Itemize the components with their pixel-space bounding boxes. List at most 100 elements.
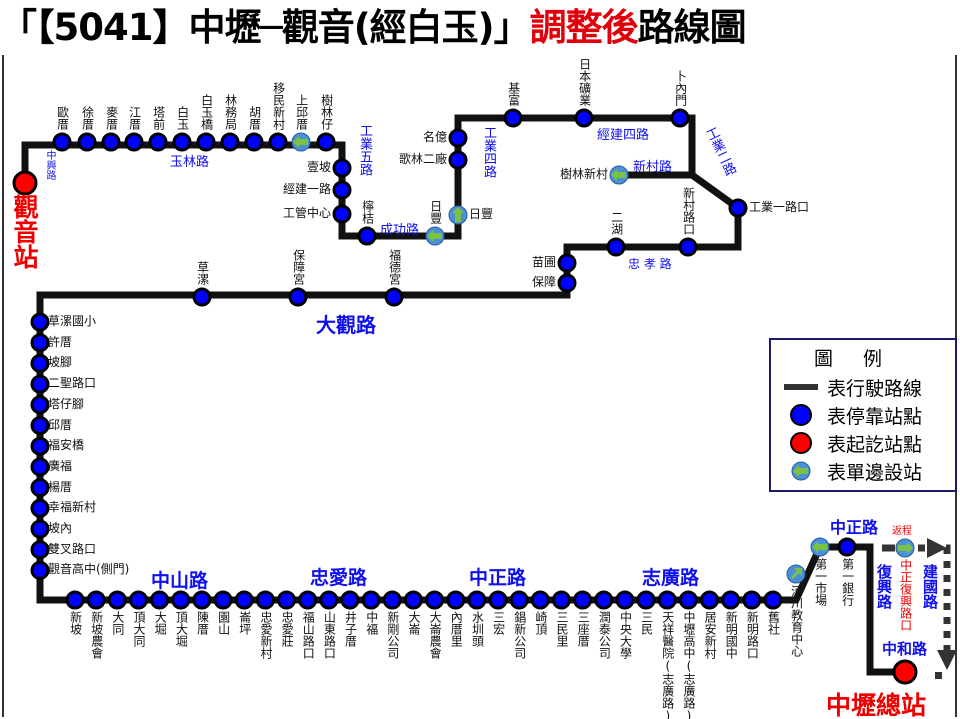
station-stop[interactable] bbox=[488, 590, 508, 610]
station-stop[interactable] bbox=[678, 590, 698, 610]
station-stop[interactable] bbox=[700, 590, 719, 610]
stop-dot-icon bbox=[467, 590, 487, 610]
station-stop[interactable] bbox=[615, 590, 635, 610]
route-line-icon bbox=[783, 382, 819, 392]
station-stop[interactable] bbox=[128, 590, 148, 610]
station-side-stop[interactable] bbox=[895, 538, 915, 558]
station-stop[interactable] bbox=[551, 590, 571, 610]
station-stop[interactable] bbox=[503, 108, 523, 128]
station-side-stop[interactable] bbox=[609, 165, 629, 185]
station-stop[interactable] bbox=[425, 590, 445, 610]
station-stop[interactable] bbox=[30, 312, 50, 332]
station-stop[interactable] bbox=[65, 590, 85, 610]
station-stop[interactable] bbox=[448, 150, 468, 170]
station-stop[interactable] bbox=[172, 132, 192, 152]
station-stop[interactable] bbox=[316, 132, 336, 152]
station-stop[interactable] bbox=[30, 519, 50, 539]
station-stop[interactable] bbox=[340, 590, 360, 610]
station-label: 坡內 bbox=[48, 521, 73, 535]
station-label: 第一銀行 bbox=[840, 558, 855, 606]
station-stop[interactable] bbox=[30, 395, 50, 415]
station-stop[interactable] bbox=[255, 590, 275, 610]
station-stop[interactable] bbox=[763, 590, 783, 610]
station-stop[interactable] bbox=[384, 287, 404, 307]
station-stop[interactable] bbox=[192, 590, 212, 610]
station-stop[interactable] bbox=[678, 237, 698, 257]
station-stop[interactable] bbox=[557, 273, 577, 293]
station-stop[interactable] bbox=[30, 560, 50, 580]
station-stop[interactable] bbox=[30, 436, 50, 456]
station-stop[interactable] bbox=[298, 590, 318, 610]
station-stop[interactable] bbox=[268, 132, 288, 152]
station-stop[interactable] bbox=[30, 374, 50, 394]
station-stop[interactable] bbox=[837, 537, 857, 557]
station-stop[interactable] bbox=[721, 590, 741, 610]
station-stop[interactable] bbox=[657, 590, 677, 610]
station-stop[interactable] bbox=[332, 180, 352, 200]
station-stop[interactable] bbox=[150, 590, 170, 610]
station-stop[interactable] bbox=[332, 204, 352, 224]
station-stop[interactable] bbox=[509, 590, 529, 610]
end-terminal-dot[interactable] bbox=[892, 659, 918, 685]
station-label: 居安新村 bbox=[703, 611, 718, 659]
station-stop[interactable] bbox=[573, 590, 593, 610]
station-stop[interactable] bbox=[244, 132, 264, 152]
station-stop[interactable] bbox=[557, 253, 577, 273]
station-stop[interactable] bbox=[220, 132, 240, 152]
station-stop[interactable] bbox=[148, 132, 168, 152]
station-stop[interactable] bbox=[382, 590, 402, 610]
station-stop[interactable] bbox=[361, 590, 381, 610]
station-side-stop[interactable] bbox=[448, 205, 468, 225]
station-stop[interactable] bbox=[30, 333, 50, 353]
station-stop[interactable] bbox=[728, 198, 748, 218]
legend-label: 表行駛路線 bbox=[827, 377, 923, 400]
station-side-stop[interactable] bbox=[810, 537, 830, 557]
station-stop[interactable] bbox=[171, 590, 191, 610]
station-stop[interactable] bbox=[77, 132, 97, 152]
station-stop[interactable] bbox=[52, 132, 72, 152]
station-stop[interactable] bbox=[124, 132, 144, 152]
station-stop[interactable] bbox=[101, 132, 121, 152]
station-stop[interactable] bbox=[574, 108, 594, 128]
station-stop[interactable] bbox=[192, 287, 212, 307]
station-stop[interactable] bbox=[30, 353, 50, 373]
station-stop[interactable] bbox=[107, 590, 127, 610]
station-label: 大同 bbox=[110, 611, 125, 635]
station-stop[interactable] bbox=[530, 590, 550, 610]
station-stop[interactable] bbox=[234, 590, 254, 610]
station-stop[interactable] bbox=[30, 540, 50, 560]
start-terminal-dot[interactable] bbox=[12, 170, 38, 196]
station-side-stop[interactable] bbox=[786, 564, 806, 584]
station-side-stop[interactable] bbox=[291, 132, 311, 152]
station-stop[interactable] bbox=[332, 158, 352, 178]
station-stop[interactable] bbox=[357, 226, 377, 246]
station-stop[interactable] bbox=[86, 590, 106, 610]
station-side-stop[interactable] bbox=[425, 226, 445, 246]
station-label: 壹坡 bbox=[306, 160, 331, 174]
station-stop[interactable] bbox=[319, 590, 339, 610]
stop-dot-icon bbox=[340, 590, 360, 610]
station-stop[interactable] bbox=[30, 416, 50, 435]
stop-dot-icon bbox=[382, 590, 402, 610]
station-stop[interactable] bbox=[196, 132, 216, 152]
station-stop[interactable] bbox=[30, 498, 50, 518]
station-label: 苗圃 bbox=[531, 255, 556, 269]
stop-dot-icon bbox=[425, 590, 445, 610]
station-stop[interactable] bbox=[742, 590, 762, 610]
station-stop[interactable] bbox=[636, 590, 656, 610]
station-label: 陳厝 bbox=[195, 611, 210, 635]
station-stop[interactable] bbox=[30, 478, 50, 498]
station-stop[interactable] bbox=[594, 590, 614, 610]
stop-dot-icon bbox=[52, 132, 72, 152]
station-stop[interactable] bbox=[448, 128, 468, 148]
station-stop[interactable] bbox=[403, 590, 423, 610]
station-stop[interactable] bbox=[606, 237, 626, 257]
station-stop[interactable] bbox=[670, 108, 690, 128]
station-stop[interactable] bbox=[213, 590, 233, 610]
station-stop[interactable] bbox=[288, 287, 308, 307]
station-stop[interactable] bbox=[277, 590, 296, 610]
station-stop[interactable] bbox=[467, 590, 487, 610]
station-stop[interactable] bbox=[446, 590, 466, 610]
station-stop[interactable] bbox=[30, 457, 50, 477]
station-label: 新坡 bbox=[68, 611, 83, 635]
